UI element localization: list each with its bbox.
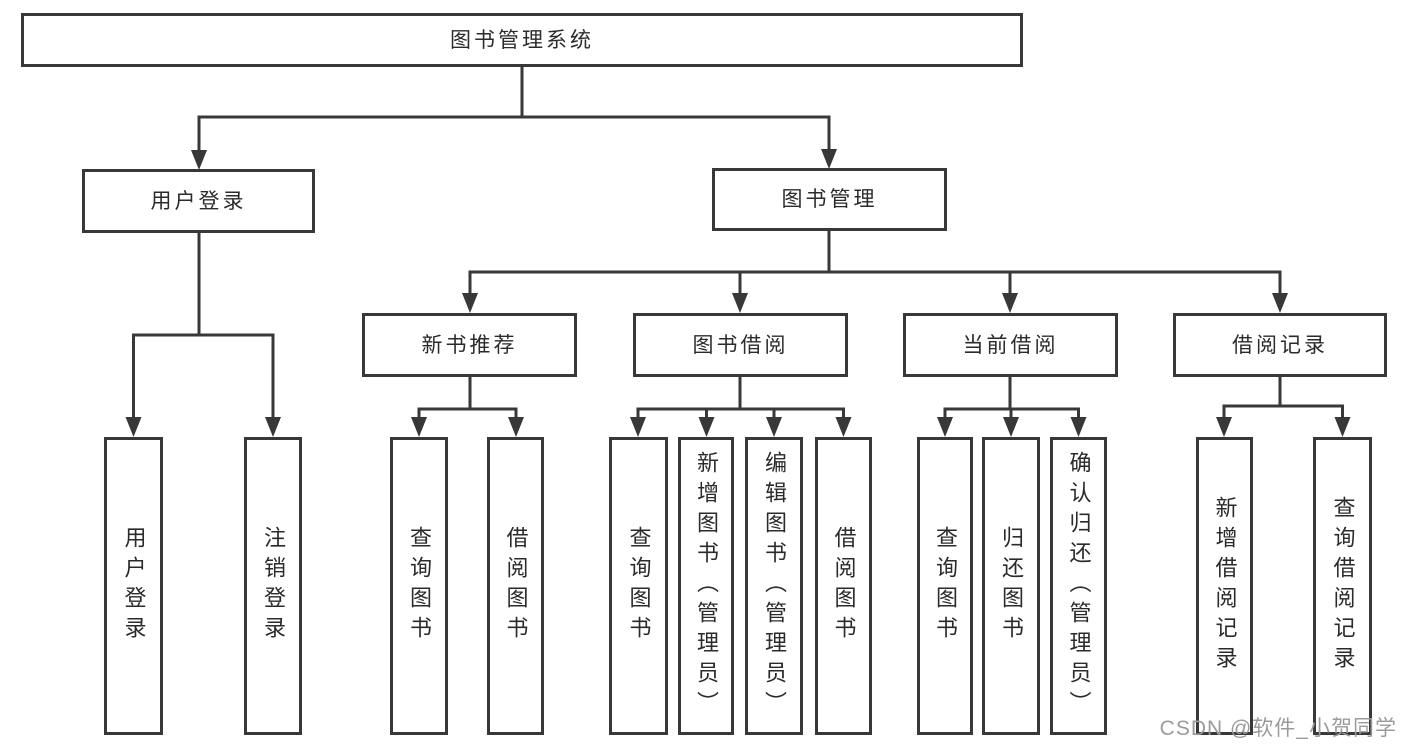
node-current-borrow: 当前借阅	[903, 313, 1118, 377]
node-user-login: 用户登录	[82, 169, 315, 233]
arrowhead-icon	[125, 417, 142, 437]
arrowhead-icon	[411, 417, 427, 437]
leaf-br-add-record: 新增借阅记录	[1196, 437, 1253, 735]
leaf-logout: 注销登录	[244, 437, 302, 735]
leaf-user-login-label: 用户登录	[121, 526, 147, 646]
arrowhead-icon	[1216, 417, 1232, 437]
leaf-cb-confirm-return-admin-label: 确认归还（管理员）	[1066, 451, 1092, 721]
node-library-system: 图书管理系统	[21, 13, 1023, 67]
leaf-bb-borrow-book: 借阅图书	[815, 437, 872, 735]
arrowhead-icon	[1070, 417, 1087, 437]
leaf-bb-add-book-admin-label: 新增图书（管理员）	[694, 451, 719, 721]
csdn-watermark: CSDN @软件_小贺同学	[1159, 717, 1397, 740]
leaf-nb-query-book: 查询图书	[390, 437, 448, 735]
arrowhead-icon	[1002, 293, 1018, 313]
node-user-login-label: 用户登录	[150, 189, 247, 213]
arrowhead-icon	[835, 417, 852, 437]
leaf-cb-return-book-label: 归还图书	[999, 526, 1024, 646]
arrowhead-icon	[462, 293, 478, 313]
leaf-bb-edit-book-admin: 编辑图书（管理员）	[745, 437, 803, 735]
node-new-book-recommend: 新书推荐	[362, 313, 577, 377]
node-current-borrow-label: 当前借阅	[962, 333, 1059, 357]
leaf-bb-query-book-label: 查询图书	[626, 526, 652, 646]
node-book-management: 图书管理	[712, 168, 947, 231]
leaf-nb-borrow-book-label: 借阅图书	[503, 526, 529, 646]
node-book-borrow: 图书借阅	[633, 313, 848, 377]
arrowhead-icon	[766, 417, 782, 437]
arrowhead-icon	[265, 417, 281, 437]
node-borrow-records-label: 借阅记录	[1232, 333, 1328, 357]
node-new-book-recommend-label: 新书推荐	[421, 333, 518, 357]
leaf-cb-confirm-return-admin: 确认归还（管理员）	[1050, 437, 1107, 735]
leaf-nb-borrow-book: 借阅图书	[487, 437, 544, 735]
arrowhead-icon	[191, 150, 207, 170]
node-book-management-label: 图书管理	[781, 188, 878, 211]
arrowhead-icon	[1003, 417, 1019, 437]
arrowhead-icon	[821, 149, 837, 169]
leaf-bb-edit-book-admin-label: 编辑图书（管理员）	[762, 451, 787, 721]
leaf-bb-query-book: 查询图书	[609, 437, 668, 735]
node-library-system-label: 图书管理系统	[450, 28, 594, 52]
leaf-logout-label: 注销登录	[261, 526, 286, 646]
arrowhead-icon	[698, 417, 715, 437]
leaf-br-query-record: 查询借阅记录	[1313, 437, 1372, 735]
arrowhead-icon	[1334, 417, 1351, 437]
arrowhead-icon	[937, 417, 953, 437]
arrowhead-icon	[1272, 293, 1288, 313]
leaf-nb-query-book-label: 查询图书	[407, 526, 432, 646]
leaf-br-add-record-label: 新增借阅记录	[1212, 496, 1238, 676]
node-borrow-records: 借阅记录	[1173, 313, 1387, 377]
arrowhead-icon	[508, 417, 524, 437]
arrowhead-icon	[732, 293, 748, 313]
arrowhead-icon	[630, 417, 646, 437]
leaf-bb-borrow-book-label: 借阅图书	[831, 526, 857, 646]
leaf-bb-add-book-admin: 新增图书（管理员）	[678, 437, 734, 735]
node-book-borrow-label: 图书借阅	[692, 333, 789, 357]
leaf-cb-query-book: 查询图书	[917, 437, 973, 735]
leaf-cb-return-book: 归还图书	[982, 437, 1040, 735]
leaf-user-login: 用户登录	[104, 437, 163, 735]
leaf-cb-query-book-label: 查询图书	[933, 526, 958, 646]
leaf-br-query-record-label: 查询借阅记录	[1330, 496, 1356, 676]
